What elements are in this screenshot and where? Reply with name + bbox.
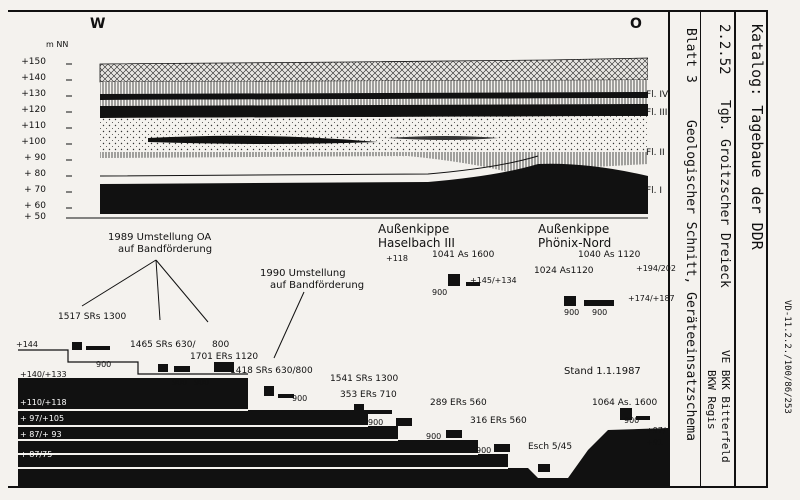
elev-tick: +110: [21, 121, 46, 131]
frame-right: [766, 10, 768, 488]
sidebar-divider-3: [734, 10, 736, 488]
catalog-title: Katalog: Tagebaue der DDR: [748, 24, 766, 250]
sidebar-divider-2: [700, 10, 701, 488]
equipment-label: 353 ERs 710: [340, 390, 397, 400]
operator-line1: VE BKK Bitterfeld: [719, 350, 732, 463]
belt-label: 900: [292, 394, 308, 403]
geological-cross-section: [66, 57, 648, 219]
dump-phoenix-line2: Phönix-Nord: [538, 236, 612, 250]
equipment-label: 289 ERs 560: [430, 398, 487, 408]
direction-east: O: [630, 16, 642, 32]
belt-label: 900: [432, 288, 448, 297]
elev-tick: +140: [21, 73, 46, 83]
operator-line2: BKW Regis: [705, 370, 718, 430]
catalog-number: 2.2.52: [716, 24, 732, 75]
elev-tick: + 60: [24, 201, 46, 211]
belt-label: 900: [426, 432, 442, 441]
equipment-label: 1041 As 1600: [432, 250, 495, 260]
elev-tick: +120: [21, 105, 46, 115]
equipment-label: 1701 ERs 1120: [190, 352, 259, 362]
dump-haselbach-line2: Haselbach III: [378, 236, 455, 250]
equipment-label: 1465 SRs 630/: [130, 340, 196, 350]
belt-label: 900: [624, 416, 640, 425]
belt-label: 900: [592, 308, 608, 317]
equipment-label: 1541 SRs 1300: [330, 374, 399, 384]
status-date: Stand 1.1.1987: [564, 366, 641, 377]
axis-unit: m NN: [46, 40, 69, 49]
level-label: +97/: [646, 426, 666, 435]
equipment-label: 800: [212, 340, 230, 350]
elev-tick: + 50: [24, 212, 46, 222]
dump-haselbach-line1: Außenkippe: [378, 222, 450, 236]
level-label: +144: [16, 340, 38, 349]
belt-label: 900: [476, 446, 492, 455]
equipment-label: 1064 As. 1600: [592, 398, 658, 408]
conversion-1990-line2: auf Bandförderung: [270, 280, 365, 291]
conversion-1990-line1: 1990 Umstellung: [260, 268, 346, 279]
level-label: + 97/+105: [20, 414, 65, 423]
seam-label-iii: Fl. III: [646, 108, 668, 118]
sidebar-divider-1: [668, 10, 670, 488]
level-label: + 87/75: [20, 450, 53, 459]
elev-tick: +100: [21, 137, 46, 147]
equipment-label: Esch 5/45: [528, 442, 573, 452]
seam-label-iv: Fl. IV: [646, 90, 669, 100]
seam-label-i: Fl. I: [646, 186, 663, 196]
equipment-label: 1418 SRs 630/800: [230, 366, 313, 376]
belt-label: 900: [564, 308, 580, 317]
dump-phoenix-line1: Außenkippe: [538, 222, 610, 236]
equipment-label: 1024 As1120: [534, 266, 594, 276]
level-label: +118: [386, 254, 408, 263]
level-label: +145/+134: [470, 276, 517, 285]
sheet-subtitle: Geologischer Schnitt, Geräteeinsatzschem…: [683, 120, 698, 441]
sheet-number: Blatt 3: [683, 28, 698, 83]
catalog-sheet: W O m NN +150 +140 +130 +120 +110 +100 +…: [8, 10, 792, 490]
belt-label: 900: [172, 378, 188, 387]
belt-label: 900: [368, 418, 384, 427]
level-label: +91: [646, 438, 663, 447]
equipment-scheme: [18, 259, 668, 488]
equipment-label: 1517 SRs 1300: [58, 312, 127, 322]
elev-tick: +150: [21, 57, 46, 67]
equipment-label: 1040 As 1120: [578, 250, 641, 260]
direction-west: W: [90, 16, 106, 32]
archive-code: VD-11.2.2./100/86/253: [782, 300, 792, 414]
level-label: +174/+187: [628, 294, 675, 303]
elev-tick: +130: [21, 89, 46, 99]
mine-name: Tgb. Groitzscher Dreieck: [717, 100, 732, 288]
level-label: + 87/+ 93: [20, 430, 62, 439]
belt-label: 900: [194, 378, 210, 387]
conversion-1989-line1: 1989 Umstellung OA: [108, 232, 212, 243]
seam-label-ii: Fl. II: [646, 148, 665, 158]
frame-top: [8, 10, 768, 12]
level-label: +110/+118: [20, 398, 67, 407]
elev-tick: + 90: [24, 153, 46, 163]
belt-label: 900: [96, 360, 112, 369]
level-label: +194/202: [636, 264, 676, 273]
equipment-label: 316 ERs 560: [470, 416, 527, 426]
elev-tick: + 80: [24, 169, 46, 179]
elev-tick: + 70: [24, 185, 46, 195]
level-label: +140/+133: [20, 370, 67, 379]
conversion-1989-line2: auf Bandförderung: [118, 244, 213, 255]
